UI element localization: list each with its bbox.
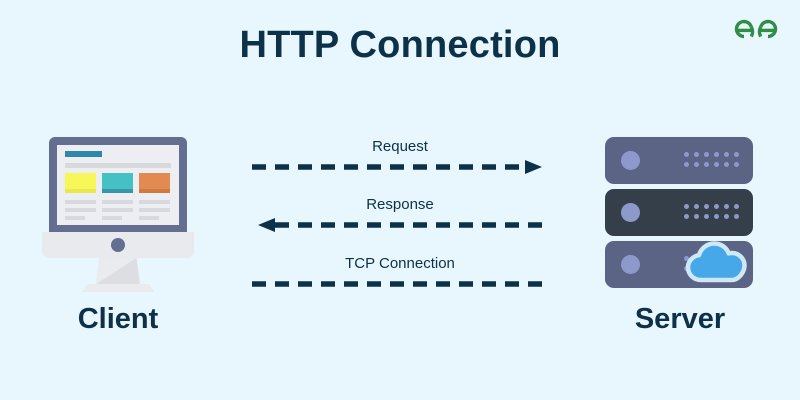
tcp-connection-flow-label: TCP Connection: [345, 255, 455, 272]
tcp-connection-line: [250, 277, 550, 291]
monitor-power-button: [111, 238, 125, 252]
rack-unit-middle: [605, 189, 753, 236]
rack-led-icon: [621, 203, 640, 222]
screen-text-line: [65, 208, 96, 212]
screen-text-line: [139, 200, 170, 204]
cloud-icon: [683, 237, 751, 284]
request-flow-label: Request: [372, 138, 428, 155]
page-title: HTTP Connection: [239, 24, 561, 66]
request-arrow-icon: [250, 160, 550, 174]
screen-text-line: [102, 216, 122, 220]
screen-card-teal: [102, 173, 133, 193]
geeksforgeeks-logo: [730, 14, 782, 48]
rack-led-icon: [621, 151, 640, 170]
server-rack-icon: [605, 137, 757, 292]
screen-text-line: [102, 208, 133, 212]
screen-card-yellow: [65, 173, 96, 193]
rack-dot-grid: [684, 152, 739, 169]
monitor-stand-base: [82, 284, 154, 292]
screen-divider-line: [65, 163, 171, 168]
screen-text-line: [102, 200, 133, 204]
rack-led-icon: [621, 255, 640, 274]
screen-header-bar: [65, 151, 102, 157]
screen-text-line: [139, 208, 170, 212]
screen-text-line: [139, 216, 159, 220]
rack-unit-top: [605, 137, 753, 184]
client-monitor-icon: [42, 137, 194, 292]
server-label: Server: [634, 303, 726, 335]
screen-card-orange: [139, 173, 170, 193]
client-label: Client: [77, 303, 159, 335]
screen-text-line: [65, 216, 85, 220]
rack-dot-grid: [684, 204, 739, 221]
response-arrow-icon: [250, 218, 550, 232]
screen-text-line: [65, 200, 96, 204]
monitor-screen: [57, 145, 179, 225]
response-flow-label: Response: [366, 196, 434, 213]
